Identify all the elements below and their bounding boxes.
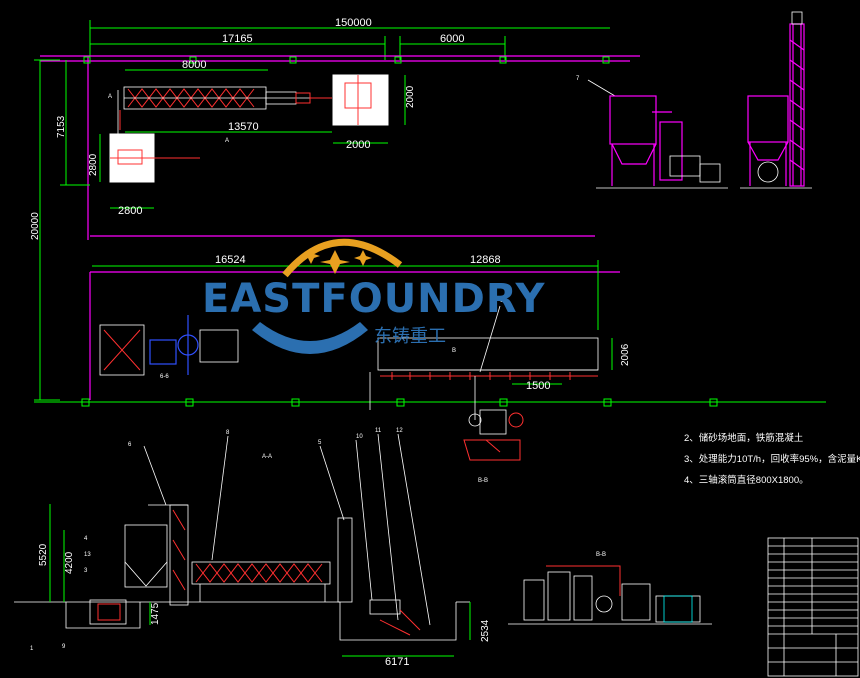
dim-pitch: 1500 xyxy=(526,380,550,392)
svg-text:7: 7 xyxy=(576,76,580,82)
title-block xyxy=(767,537,859,677)
dim-left-h2: 20000 xyxy=(30,212,41,240)
svg-text:8: 8 xyxy=(226,430,230,436)
svg-text:A-A: A-A xyxy=(262,454,272,460)
top-dimensions: 150000 17165 6000 xyxy=(89,17,610,60)
grid-markers xyxy=(34,56,826,407)
dim-elev-h1: 5520 xyxy=(38,543,49,566)
bb-equipment: B-B xyxy=(508,552,712,625)
svg-text:5: 5 xyxy=(318,440,322,446)
gear-icon xyxy=(252,322,368,354)
dim-small-box-w: 2800 xyxy=(118,205,142,217)
top-plan-conveyor: 8000 A 13570 A xyxy=(108,59,332,144)
notes-block: 2、储砂场地面，铁筋混凝土 3、处理能力10T/h，回收率95%，含泥量K50t… xyxy=(684,432,860,486)
svg-text:4: 4 xyxy=(84,536,88,542)
logo-name: EASTFOUNDRY xyxy=(202,276,545,322)
note-3: 3、处理能力10T/h，回收率95%，含泥量K50t xyxy=(684,453,860,465)
star-icon-small-right xyxy=(354,250,372,266)
dim-overall-width: 150000 xyxy=(335,17,372,29)
note-2: 2、储砂场地面，铁筋混凝土 xyxy=(684,432,804,444)
top-box: 2000 2000 xyxy=(332,74,416,151)
dim-conveyor-len: 8000 xyxy=(182,59,206,71)
dim-top-left-span: 17165 xyxy=(222,33,253,45)
svg-text:1: 1 xyxy=(30,646,34,652)
note-4: 4、三轴滚筒直径800X1800。 xyxy=(684,474,809,486)
dim-top-right-span: 6000 xyxy=(440,33,464,45)
star-icon xyxy=(320,250,350,274)
dust-collector: 7 xyxy=(576,11,812,189)
dim-small-box-h: 2800 xyxy=(88,153,99,176)
logo-arc xyxy=(282,238,403,278)
svg-text:3: 3 xyxy=(84,568,88,574)
svg-text:B-B: B-B xyxy=(478,478,488,484)
dim-mid-left-span: 16524 xyxy=(215,254,246,266)
dim-pit2-width: 6171 xyxy=(385,656,409,668)
svg-text:B: B xyxy=(452,348,456,354)
eastfoundry-logo: EASTFOUNDRY 东铸重工 xyxy=(202,238,545,354)
svg-text:6: 6 xyxy=(128,442,132,448)
svg-text:B-B: B-B xyxy=(596,552,606,558)
logo-chinese: 东铸重工 xyxy=(374,326,446,347)
dim-right-box-h: 2006 xyxy=(620,343,631,366)
dim-mid-right-span: 12868 xyxy=(470,254,501,266)
svg-text:12: 12 xyxy=(396,428,403,434)
svg-text:9: 9 xyxy=(500,298,504,304)
svg-text:13: 13 xyxy=(84,552,91,558)
dim-elev-h2: 4200 xyxy=(64,551,75,574)
dim-left-h1: 7153 xyxy=(56,115,67,138)
dim-pit2-depth: 2534 xyxy=(480,619,491,642)
svg-text:6-6: 6-6 xyxy=(160,374,169,380)
magenta-rails xyxy=(40,55,640,400)
dim-box-h: 2000 xyxy=(405,85,416,108)
middle-plan: 16524 12868 6-6 B 2006 1500 9 B-B xyxy=(92,254,631,484)
dim-pit-depth: 1475 xyxy=(150,602,161,625)
left-dimensions: 20000 7153 xyxy=(30,59,90,401)
dim-mid-span: 13570 xyxy=(228,121,259,133)
svg-text:11: 11 xyxy=(375,428,382,434)
svg-text:10: 10 xyxy=(356,434,363,440)
svg-text:A: A xyxy=(108,94,112,100)
star-icon-small xyxy=(302,248,320,264)
bottom-elevation: 5520 4200 1475 2534 6171 6 8 5 10 11 xyxy=(14,428,491,668)
dim-box-w: 2000 xyxy=(346,139,370,151)
svg-text:A: A xyxy=(225,138,229,144)
svg-text:9: 9 xyxy=(62,644,66,650)
small-box: 2800 2800 xyxy=(88,133,200,217)
